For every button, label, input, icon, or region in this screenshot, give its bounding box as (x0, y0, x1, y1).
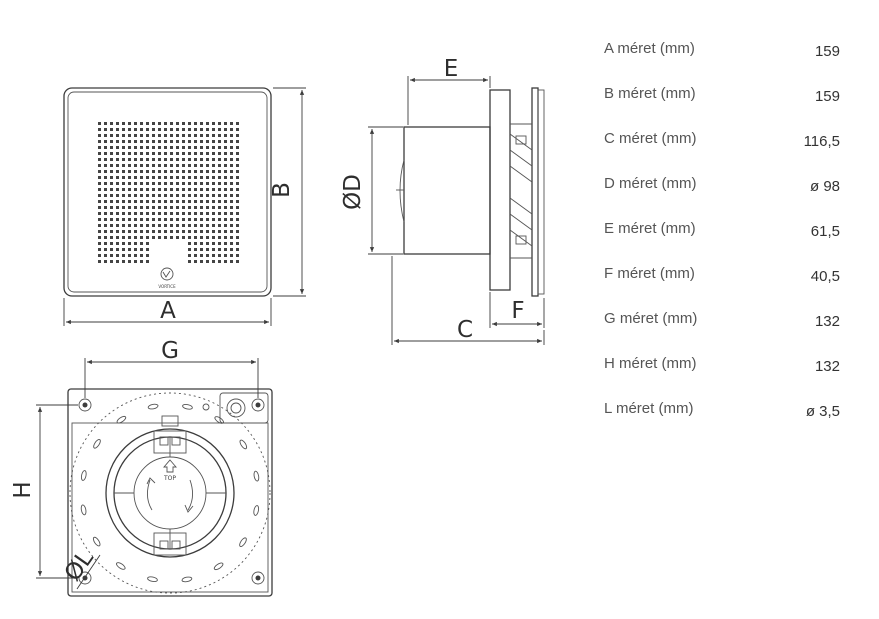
front-grille-outer (63, 87, 272, 297)
spec-row: E méret (mm) 61,5 (604, 220, 840, 265)
spec-value: 61,5 (810, 223, 840, 240)
spec-value: 132 (814, 358, 840, 375)
spec-label: A méret (mm) (604, 40, 695, 57)
ring-slots (80, 403, 260, 583)
top-arrow-icon (163, 459, 177, 473)
front-view: VORTICE A B (63, 87, 306, 326)
spec-row: H méret (mm) 132 (604, 355, 840, 400)
spec-label: B méret (mm) (604, 85, 696, 102)
side-view: E ØD F C (340, 56, 545, 345)
logo-text: VORTICE (158, 284, 176, 289)
front-flange (531, 87, 539, 297)
spec-row: A méret (mm) 159 (604, 40, 840, 85)
outer-ring (69, 392, 271, 594)
spec-label: G méret (mm) (604, 310, 698, 327)
spec-value: 159 (814, 88, 840, 105)
vortice-logo: VORTICE (158, 267, 176, 289)
spec-label: D méret (mm) (604, 175, 697, 192)
label-b: B (269, 182, 295, 198)
dimension-g: G (84, 338, 259, 398)
back-view: TOP G H ØL (10, 338, 273, 597)
dimension-d: ØD (340, 126, 403, 255)
spec-label: H méret (mm) (604, 355, 697, 372)
top-mark: TOP (163, 475, 176, 482)
mounting-holes (78, 398, 265, 585)
spec-label: F méret (mm) (604, 265, 695, 282)
spec-label: E méret (mm) (604, 220, 696, 237)
label-c: C (457, 317, 473, 343)
dimension-e: E (407, 56, 491, 125)
spec-label: C méret (mm) (604, 130, 697, 147)
dimension-f: F (489, 292, 545, 328)
spec-value: 159 (814, 43, 840, 60)
label-a: A (160, 298, 176, 324)
cable-entry (202, 392, 269, 424)
technical-drawing: VORTICE A B (10, 56, 545, 597)
motor-body (403, 126, 491, 255)
spec-table: A méret (mm) 159 B méret (mm) 159 C méret (m… (604, 40, 840, 445)
label-l: ØL (60, 546, 99, 586)
label-e: E (444, 56, 459, 82)
spec-row: C méret (mm) 116,5 (604, 130, 840, 175)
grille-pattern (98, 122, 239, 263)
spec-value: ø 98 (809, 178, 840, 195)
dimension-a: A (63, 298, 272, 326)
spec-row: L méret (mm) ø 3,5 (604, 400, 840, 445)
spec-row: F méret (mm) 40,5 (604, 265, 840, 310)
label-h: H (10, 481, 36, 498)
dimension-l: ØL (60, 546, 101, 590)
spigot-outer (105, 428, 235, 558)
fan-fins (509, 123, 533, 259)
dimension-b: B (269, 87, 306, 297)
spec-value: 40,5 (810, 268, 840, 285)
back-plate (67, 388, 273, 597)
spec-row: D méret (mm) ø 98 (604, 175, 840, 220)
spec-value: ø 3,5 (805, 403, 840, 420)
spec-label: L méret (mm) (604, 400, 694, 417)
spigot (489, 89, 511, 291)
spec-row: G méret (mm) 132 (604, 310, 840, 355)
label-g: G (161, 338, 179, 364)
spec-row: B méret (mm) 159 (604, 85, 840, 130)
dimension-c: C (391, 256, 545, 345)
label-d: ØD (340, 174, 366, 210)
label-f: F (511, 298, 524, 324)
spec-value: 116,5 (803, 133, 840, 150)
front-grille-inner (67, 91, 268, 293)
dimension-h: H (10, 404, 78, 579)
spec-value: 132 (814, 313, 840, 330)
